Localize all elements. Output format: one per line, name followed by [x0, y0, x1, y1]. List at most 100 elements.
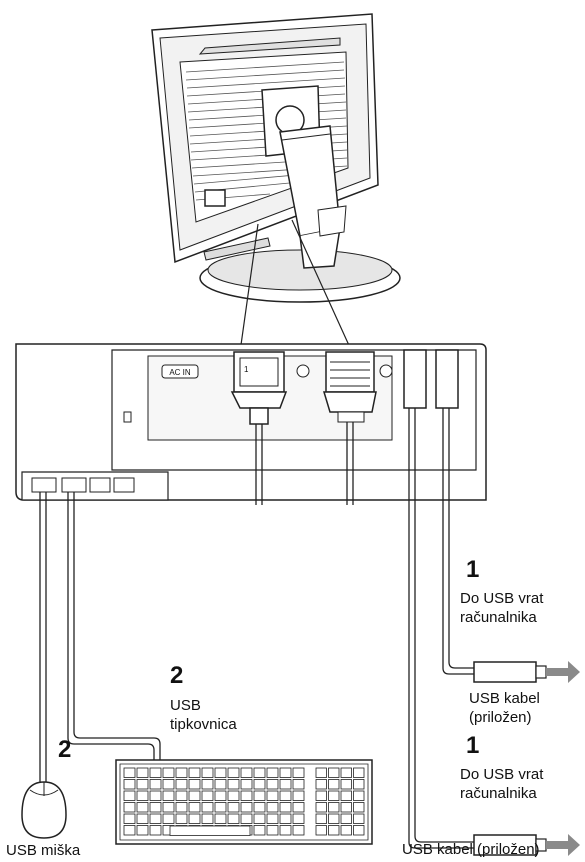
keyboard-key: [279, 825, 292, 836]
keyboard-key: [292, 779, 305, 790]
keyboard-key: [292, 802, 305, 813]
keyboard-key: [188, 813, 201, 824]
keyboard-key: [149, 825, 162, 836]
keyboard-key: [340, 802, 352, 813]
mouse-icon: [21, 781, 67, 839]
keyboard-key: [227, 802, 240, 813]
keyboard-key: [201, 813, 214, 824]
step-1-upper-destination-line1: Do USB vrat: [460, 590, 544, 607]
keyboard-key: [353, 802, 365, 813]
keyboard-label-line1: USB: [170, 697, 201, 714]
keyboard-key: [328, 790, 340, 801]
keyboard-key: [266, 802, 279, 813]
keyboard-key: [240, 802, 253, 813]
keyboard-key: [162, 779, 175, 790]
keyboard-key: [279, 779, 292, 790]
keyboard-key: [340, 790, 352, 801]
keyboard-key: [253, 825, 266, 836]
keyboard-key: [123, 790, 136, 801]
keyboard-key: [253, 802, 266, 813]
keyboard-key: [188, 790, 201, 801]
step-1-lower-number: 1: [466, 732, 480, 759]
input-1-label: 1: [244, 365, 249, 374]
keyboard-key: [214, 779, 227, 790]
keyboard-key: [253, 790, 266, 801]
step-1-upper-number: 1: [466, 556, 480, 583]
keyboard-key: [162, 813, 175, 824]
keyboard-key: [149, 790, 162, 801]
keyboard-key: [315, 767, 327, 778]
step-1-lower-cable: USB kabel (priložen): [402, 841, 540, 858]
keyboard-key: [162, 790, 175, 801]
keyboard-key: [266, 825, 279, 836]
keyboard-key: [149, 767, 162, 778]
keyboard-key: [188, 779, 201, 790]
step-1-upper-cable-line2: (priložen): [469, 709, 532, 726]
keyboard-key: [340, 825, 352, 836]
usb-plug-arrow-upper: [473, 661, 580, 683]
keyboard-key: [123, 813, 136, 824]
keyboard-key: [188, 802, 201, 813]
step-1-upper-cable-line1: USB kabel: [469, 690, 540, 707]
keyboard-key: [149, 802, 162, 813]
keyboard-key: [328, 767, 340, 778]
keyboard-key: [279, 790, 292, 801]
keyboard-key: [136, 813, 149, 824]
keyboard-key: [227, 790, 240, 801]
keyboard-key: [214, 767, 227, 778]
step-2-keyboard-number: 2: [170, 662, 184, 689]
keyboard-key: [328, 779, 340, 790]
keyboard-key: [136, 779, 149, 790]
keyboard-key: [149, 813, 162, 824]
keyboard-key: [353, 779, 365, 790]
keyboard-key: [149, 779, 162, 790]
zoom-lines: [239, 219, 353, 353]
keyboard-key: [266, 813, 279, 824]
keyboard-key: [253, 779, 266, 790]
keyboard-key: [315, 825, 327, 836]
mouse-label: USB miška: [6, 842, 81, 859]
keyboard-key: [136, 825, 149, 836]
step-2-mouse-number: 2: [58, 736, 72, 763]
keyboard-key: [279, 767, 292, 778]
keyboard-key: [136, 767, 149, 778]
keyboard-key: [315, 779, 327, 790]
keyboard-key: [292, 825, 305, 836]
keyboard-key: [328, 802, 340, 813]
keyboard-key: [227, 767, 240, 778]
keyboard-key: [353, 825, 365, 836]
keyboard-key: [315, 802, 327, 813]
keyboard-key: [201, 767, 214, 778]
keyboard-key: [175, 767, 188, 778]
keyboard-key: [353, 790, 365, 801]
usb-plug-arrow-lower: [473, 834, 580, 856]
keyboard-key: [266, 779, 279, 790]
keyboard-key: [315, 813, 327, 824]
keyboard-key: [201, 779, 214, 790]
keyboard-key: [201, 790, 214, 801]
keyboard-key: [240, 790, 253, 801]
keyboard-key: [253, 813, 266, 824]
keyboard-key: [240, 767, 253, 778]
keyboard-key: [162, 802, 175, 813]
keyboard-key: [328, 825, 340, 836]
cables: [39, 408, 474, 849]
ac-in-label: AC IN: [169, 368, 191, 377]
keyboard-key: [240, 813, 253, 824]
keyboard-key: [175, 790, 188, 801]
keyboard-key: [227, 779, 240, 790]
keyboard-key: [253, 767, 266, 778]
keyboard-key: [175, 779, 188, 790]
step-1-lower-destination-line1: Do USB vrat: [460, 766, 544, 783]
keyboard-key: [340, 767, 352, 778]
keyboard-key: [279, 802, 292, 813]
keyboard-key: [279, 813, 292, 824]
keyboard-key: [353, 767, 365, 778]
keyboard-key: [175, 813, 188, 824]
keyboard-key: [123, 825, 136, 836]
keyboard-key: [136, 802, 149, 813]
keyboard-key: [227, 813, 240, 824]
step-1-lower-destination-line2: računalnika: [460, 785, 537, 802]
keyboard-key: [123, 767, 136, 778]
